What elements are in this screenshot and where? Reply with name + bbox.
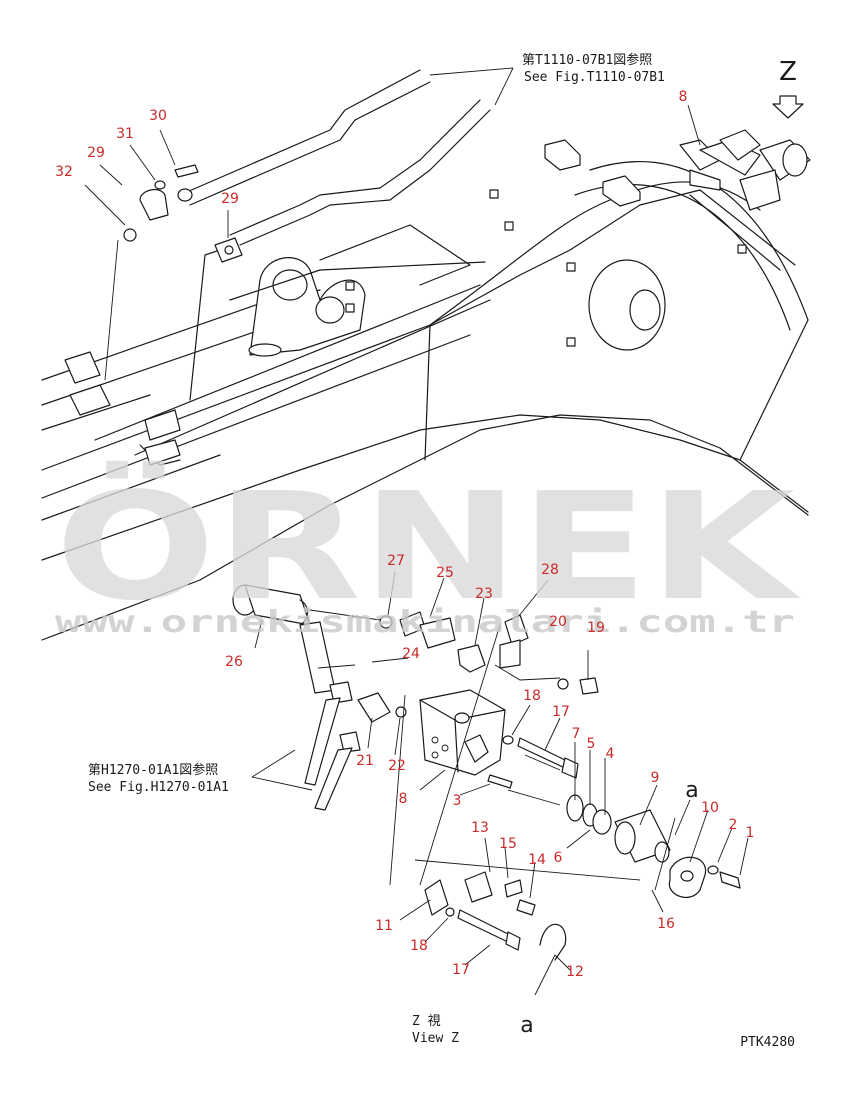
connector-label-lower: a [520,1013,533,1038]
callout-c30: 30 [149,108,167,124]
callout-c5: 5 [587,736,596,752]
boom-disc [588,259,666,351]
callout-c10: 10 [701,800,719,816]
watermark-url: www.ornekismakinalari.com.tr [55,605,795,640]
callout-c19: 19 [587,620,605,636]
valve-cluster-upper [679,129,811,271]
bolt-marks [345,189,747,347]
callout-c17a: 17 [552,704,570,720]
callout-c20: 20 [549,614,567,630]
callout-c8b: 8 [399,791,408,807]
clamp-parts-group [104,164,243,381]
callout-c27: 27 [387,553,405,569]
figure-code: PTK4280 [740,1035,795,1050]
callout-c17b: 17 [452,962,470,978]
callout-c28: 28 [541,562,559,578]
callout-c6: 6 [554,850,563,866]
callout-c25: 25 [436,565,454,581]
leader-lines [84,67,749,996]
watermark: ÖRNEK www.ornekismakinalari.com.tr [55,460,802,640]
callout-c26: 26 [225,654,243,670]
callout-c23: 23 [475,586,493,602]
clamp-blocks [64,139,641,466]
callout-c11: 11 [375,918,393,934]
view-caption-jp: Z 視 [412,1014,441,1029]
view-label: Z [779,57,797,87]
callout-c18b: 18 [410,938,428,954]
ref-top-en: See Fig.T1110-07B1 [524,70,665,85]
callout-c9: 9 [651,770,660,786]
callout-c31: 31 [116,126,134,142]
callout-c1: 1 [746,825,755,841]
watermark-brand: ÖRNEK [55,460,802,633]
ref-top-jp: 第T1110-07B1図参照 [522,52,652,68]
callout-numbers: 30 31 29 32 29 8 27 25 23 28 26 24 20 19… [55,89,754,980]
callout-c22: 22 [388,758,406,774]
down-arrow-icon [772,95,804,119]
valve-assembly [232,584,741,961]
callout-c12: 12 [566,964,584,980]
callout-c2: 2 [729,817,738,833]
callout-c32: 32 [55,164,73,180]
callout-c14: 14 [528,852,546,868]
callout-c29b: 29 [221,191,239,207]
callout-c4: 4 [606,746,615,762]
callout-c16: 16 [657,916,675,932]
callout-c8a: 8 [679,89,688,105]
callout-c7: 7 [572,726,581,742]
callout-c29a: 29 [87,145,105,161]
callout-c13: 13 [471,820,489,836]
callout-c24: 24 [402,646,420,662]
view-caption-en: View Z [412,1031,459,1046]
ref-left-en: See Fig.H1270-01A1 [88,780,229,795]
callout-c15: 15 [499,836,517,852]
pivot-bracket [229,224,486,357]
callout-c3: 3 [453,793,462,809]
ref-left-jp: 第H1270-01A1図参照 [88,762,218,778]
callout-c21: 21 [356,753,374,769]
callout-c18a: 18 [523,688,541,704]
connector-label-upper: a [685,778,698,803]
